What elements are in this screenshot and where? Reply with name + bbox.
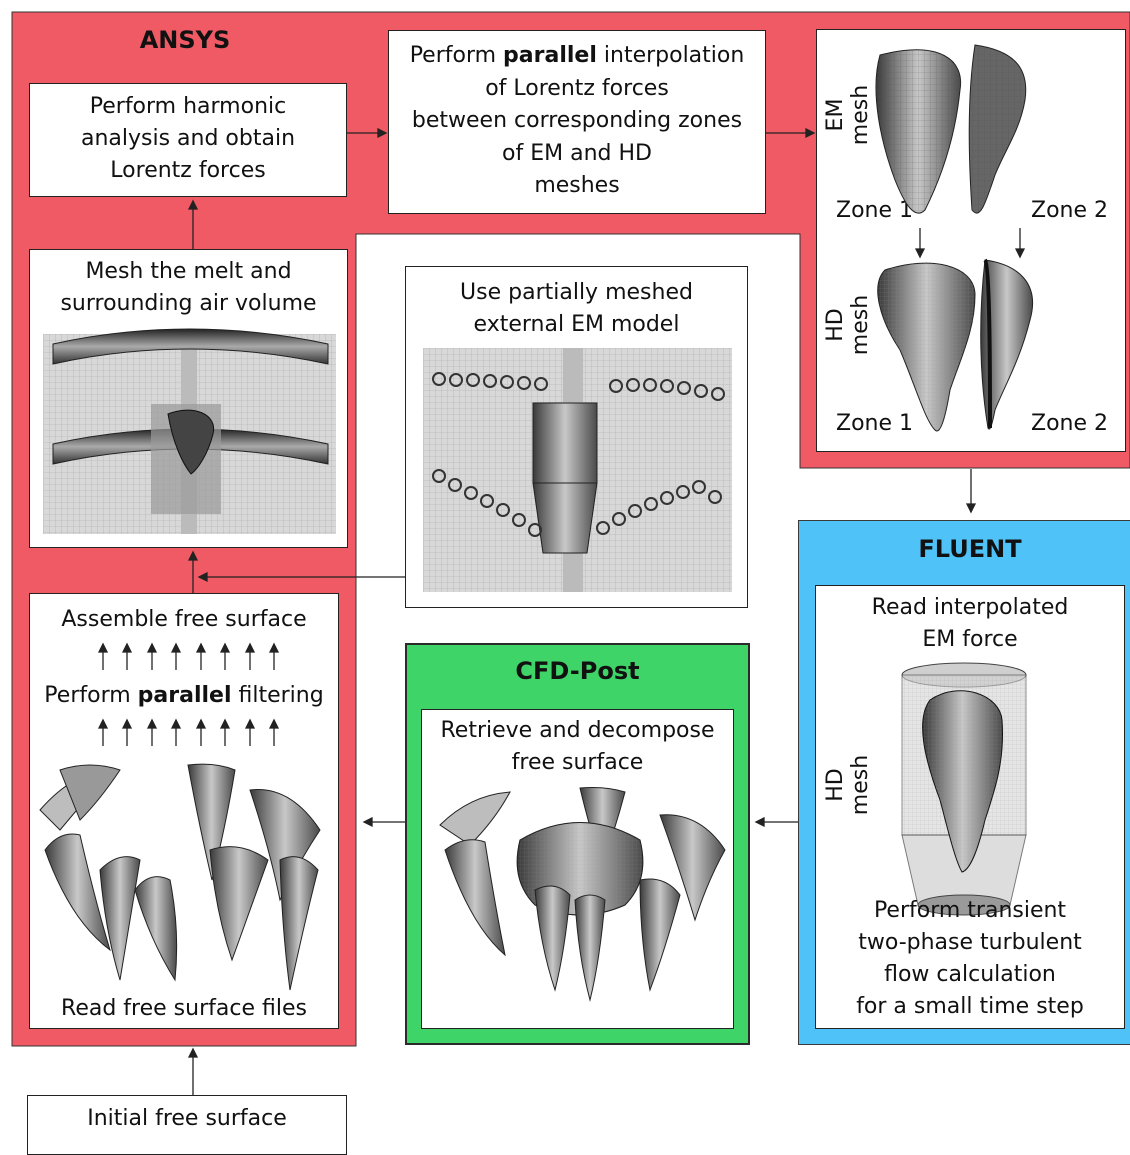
flow-arrows (0, 0, 1130, 1140)
